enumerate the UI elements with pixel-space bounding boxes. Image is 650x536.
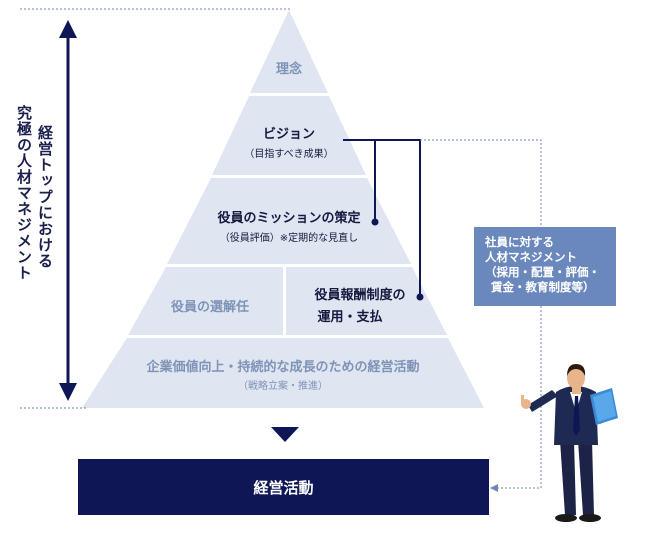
axis-label-line2: 究極の人材マネジメント [15,105,33,281]
business-activities-label: 経営活動 [253,478,314,497]
businessman-illustration [521,364,618,522]
tier-remuneration-title-line2: 運用・支払 [317,310,383,325]
connector-dot-remuneration [416,293,424,301]
tier-mission-sub: （役員評価）※定期的な見直し [219,233,359,244]
pyramid-tier-philosophy [250,10,328,93]
down-triangle-icon [271,427,299,442]
dotted-connector-down [496,306,542,489]
tier-dismissal-title: 役員の選解任 [170,300,249,315]
tier-remuneration-title-line1: 役員報酬制度の [314,288,406,303]
tier-vision-sub: （目指すべき成果） [244,149,334,160]
axis-label-line1: 経営トップにおける [36,125,54,269]
employee-hr-management-box: 社員に対する 人材マネジメント （採用・配置・評価・ 賃金・教育制度等） [474,227,616,306]
dotted-connector-side [420,139,542,227]
pyramid-tier-mission [167,178,411,264]
axis-arrow-up-head [59,20,77,38]
business-activities-box: 経営活動 [78,459,489,515]
side-box-line2: 人材マネジメント [485,250,577,264]
pyramid-tier-dismissal [128,267,283,335]
side-box-line4: 賃金・教育制度等） [491,280,595,294]
side-box-line1: 社員に対する [485,235,554,249]
pyramid-tier-remuneration [286,267,447,335]
pyramid-tier-activities [82,338,484,408]
tier-vision-title: ビジョン [262,127,315,142]
connector-dot-mission [371,218,379,226]
pyramid-tier-vision [212,96,366,175]
tier-philosophy-title: 理念 [275,62,302,77]
axis-arrow-down-head [59,383,77,401]
tier-activities-title: 企業価値向上・持続的な成長のための経営活動 [146,360,420,375]
dotted-arrow-head [490,484,498,492]
tier-activities-sub: （戦略立案・推進） [238,381,328,392]
side-box-line3: （採用・配置・評価・ [485,265,600,279]
tier-mission-title: 役員のミッションの策定 [217,211,361,226]
